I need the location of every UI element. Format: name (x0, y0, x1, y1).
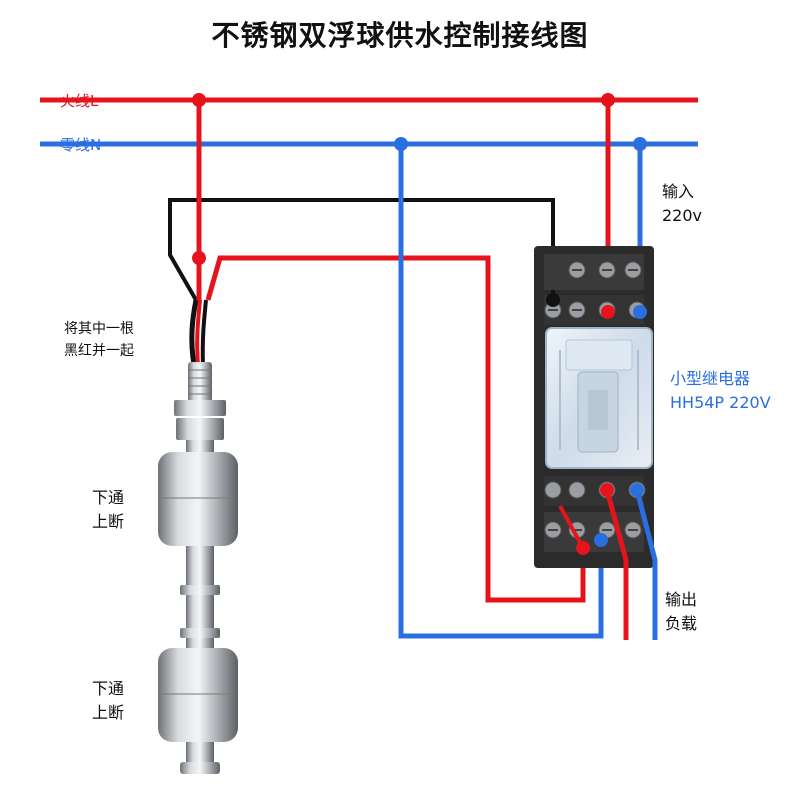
live-line-label: 火线L (60, 92, 99, 110)
output-label-line1: 输出 (665, 590, 698, 609)
output-label-line2: 负载 (665, 614, 698, 633)
upper-float-note-line2: 上断 (92, 512, 125, 531)
blue-wire-loop (398, 144, 604, 639)
relay-label: 小型继电器 HH54P 220V (670, 367, 771, 415)
upper-float-note: 下通 上断 (92, 486, 124, 534)
junction-dots (192, 93, 647, 555)
float-switch (158, 362, 238, 774)
input-label: 输入 220v (662, 180, 702, 228)
upper-float-ball (158, 452, 238, 546)
red-wire-relay-bottom (558, 505, 585, 549)
merge-note-line2: 黑红并一起 (64, 343, 134, 359)
input-label-line1: 输入 (662, 182, 695, 201)
float-cable (189, 299, 208, 366)
lower-float-note-line2: 上断 (92, 703, 125, 722)
relay-label-line2: HH54P 220V (670, 393, 771, 412)
black-wire (168, 198, 555, 302)
input-label-line2: 220v (662, 206, 703, 225)
page-title: 不锈钢双浮球供水控制接线图 (211, 19, 589, 52)
lower-float-note: 下通 上断 (92, 677, 124, 725)
neutral-line-label: 零线N (60, 136, 102, 154)
lower-float-ball (158, 648, 238, 742)
output-red-wire (604, 489, 629, 640)
red-wire-loop (205, 255, 586, 603)
upper-float-note-line1: 下通 (92, 488, 125, 507)
relay-body (545, 327, 653, 469)
merge-note: 将其中一根 黑红并一起 (64, 318, 134, 362)
output-blue-wire (634, 489, 658, 640)
lower-float-note-line1: 下通 (92, 679, 125, 698)
relay-base (534, 246, 654, 568)
relay-label-line1: 小型继电器 (670, 369, 751, 388)
output-label: 输出 负载 (665, 588, 697, 636)
merge-note-line1: 将其中一根 (64, 321, 134, 337)
